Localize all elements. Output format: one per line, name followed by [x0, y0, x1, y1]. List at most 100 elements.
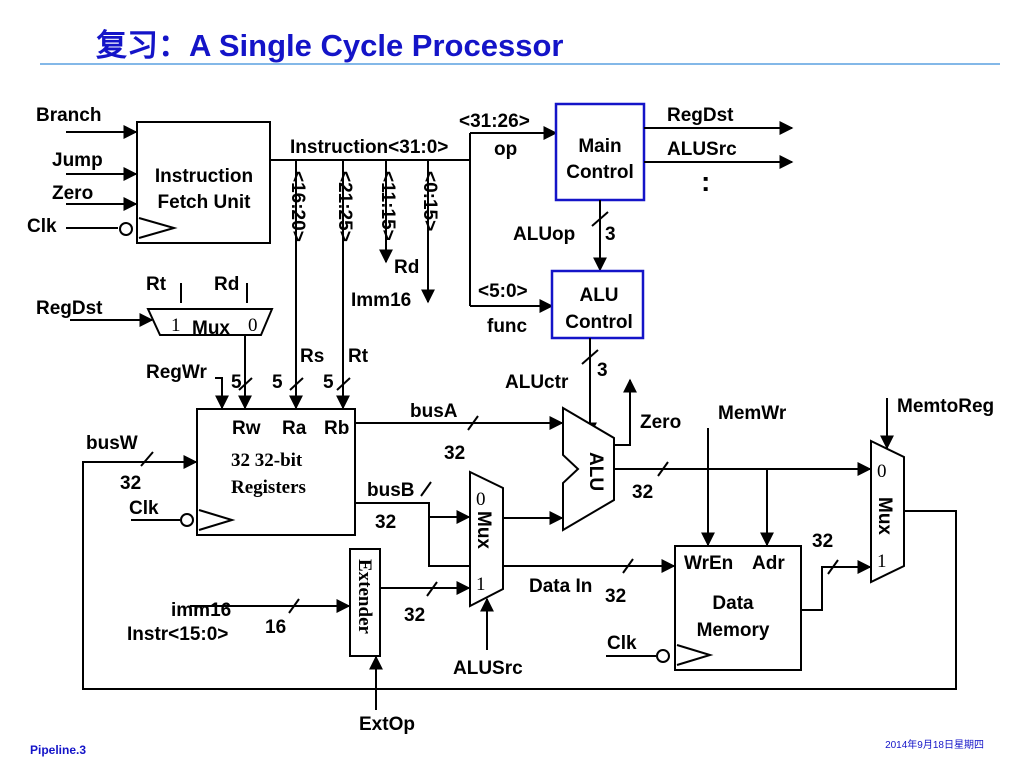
slide-title: 复习：A Single Cycle Processor: [96, 28, 563, 63]
alusrc-mux-label: Mux: [473, 511, 494, 549]
alu-control-line1: ALU: [579, 285, 618, 306]
busb-label: busB: [367, 480, 415, 501]
memwr-label: MemWr: [718, 403, 787, 424]
dmem-line2: Memory: [697, 620, 770, 641]
busw-label: busW: [86, 433, 138, 454]
rb-width: 5: [323, 372, 334, 393]
field-0-15-label: <0:15>: [419, 171, 440, 231]
regfile-clock-edge-icon: [198, 509, 236, 531]
ifu-clock-edge-icon: [138, 217, 178, 239]
writeback-busw-wire: [82, 455, 957, 690]
rb-width-slash: [336, 377, 351, 391]
imm16-label: imm16: [171, 600, 231, 621]
branch-label: Branch: [36, 105, 101, 126]
op-bits-label: <31:26>: [459, 111, 530, 132]
regdst-ctrl-label: RegDst: [36, 298, 103, 319]
alusrc-mux: [469, 470, 504, 608]
alu-out-width: 32: [632, 482, 653, 503]
regfile-clk-label: Clk: [129, 498, 159, 519]
alusrc-ctrl-label: ALUSrc: [453, 658, 523, 679]
datain-width: 32: [605, 586, 626, 607]
field-16-20-label: <16:20>: [287, 171, 308, 242]
alu-control-line2: Control: [565, 312, 633, 333]
regdst-mux: [146, 308, 274, 336]
memtoreg-mux-in0: 0: [877, 461, 887, 482]
datain-width-slash: [622, 558, 634, 574]
alu-control: [550, 269, 645, 340]
ra-width-slash: [289, 377, 304, 391]
dmem-clock-edge-icon: [676, 644, 714, 666]
rt-field-label: Rt: [348, 346, 369, 367]
rs-field-label: Rs: [300, 346, 324, 367]
imm16-width-slash: [288, 598, 300, 614]
memtoreg-ctrl-label: MemtoReg: [897, 396, 994, 417]
field-21-25-label: <21:25>: [334, 171, 355, 242]
ifu-label-line1: Instruction: [155, 166, 253, 187]
zero-label: Zero: [52, 183, 93, 204]
main-control-line1: Main: [578, 136, 621, 157]
aluctr-width: 3: [597, 360, 608, 381]
ext-out-width-slash: [426, 581, 438, 597]
dmem-clk-label: Clk: [607, 633, 637, 654]
busb-width-slash: [420, 481, 432, 497]
memtoreg-mux-label: Mux: [874, 497, 895, 535]
data-memory: [674, 545, 802, 671]
memtoreg-mux: [870, 439, 905, 584]
extender-label: Extender: [354, 559, 375, 635]
footer-right: 2014年9月18日星期四: [885, 738, 984, 751]
aluop-width-slash: [591, 211, 609, 227]
more-outputs-ellipsis: :: [701, 166, 710, 197]
adr-port-label: Adr: [752, 553, 785, 574]
regdst-mux-label: Mux: [192, 318, 230, 339]
jump-label: Jump: [52, 150, 103, 171]
ra-port-label: Ra: [282, 418, 307, 439]
regfile-line2: Registers: [231, 477, 306, 498]
busw-width: 32: [120, 473, 141, 494]
regwr-wire: [215, 377, 229, 410]
regdst-mux-in0: 0: [248, 315, 258, 336]
instr-15-0-label: Instr<15:0>: [127, 624, 228, 645]
regwr-label: RegWr: [146, 362, 207, 383]
ra-width: 5: [272, 372, 283, 393]
rb-port-label: Rb: [324, 418, 349, 439]
regdst-out-label: RegDst: [667, 105, 734, 126]
main-control-line2: Control: [566, 162, 634, 183]
ext-out-width: 32: [404, 605, 425, 626]
dmem-out-wire: [801, 560, 872, 611]
aluop-label: ALUop: [513, 224, 575, 245]
register-file: [196, 408, 356, 536]
regdst-mux-in1: 1: [171, 315, 181, 336]
alu-zero-wire: [614, 378, 637, 446]
alu-label: ALU: [585, 452, 606, 491]
aluctr-width-slash: [581, 349, 599, 365]
rw-port-label: Rw: [232, 418, 261, 439]
dmem-clk-bubble: [656, 649, 670, 663]
aluctr-label: ALUctr: [505, 372, 569, 393]
op-name-label: op: [494, 139, 517, 160]
memtoreg-width: 32: [812, 531, 833, 552]
memtoreg-mux-in1: 1: [877, 551, 887, 572]
ifu-clk-bubble: [119, 222, 133, 236]
alu: [562, 406, 615, 532]
rd-field-label: Rd: [394, 257, 419, 278]
busa-width-slash: [467, 415, 479, 431]
extop-label: ExtOp: [359, 714, 415, 735]
regdst-rd-label: Rd: [214, 274, 239, 295]
wren-port-label: WrEn: [684, 553, 733, 574]
rw-width: 5: [231, 372, 242, 393]
alusrc-mux-in1: 1: [476, 574, 486, 595]
busa-label: busA: [410, 401, 458, 422]
ifu-clk-label: Clk: [27, 216, 57, 237]
func-bits-label: <5:0>: [478, 281, 528, 302]
field-11-15-label: <11:15>: [377, 171, 398, 241]
busb-width: 32: [375, 512, 396, 533]
ifu-label-line2: Fetch Unit: [158, 192, 252, 213]
dmem-out-width-slash: [827, 559, 839, 575]
alu-zero-label: Zero: [640, 412, 681, 433]
imm16-field-label: Imm16: [351, 290, 411, 311]
dmem-line1: Data: [712, 593, 754, 614]
regfile-line1: 32 32-bit: [231, 450, 303, 471]
imm16-width: 16: [265, 617, 286, 638]
